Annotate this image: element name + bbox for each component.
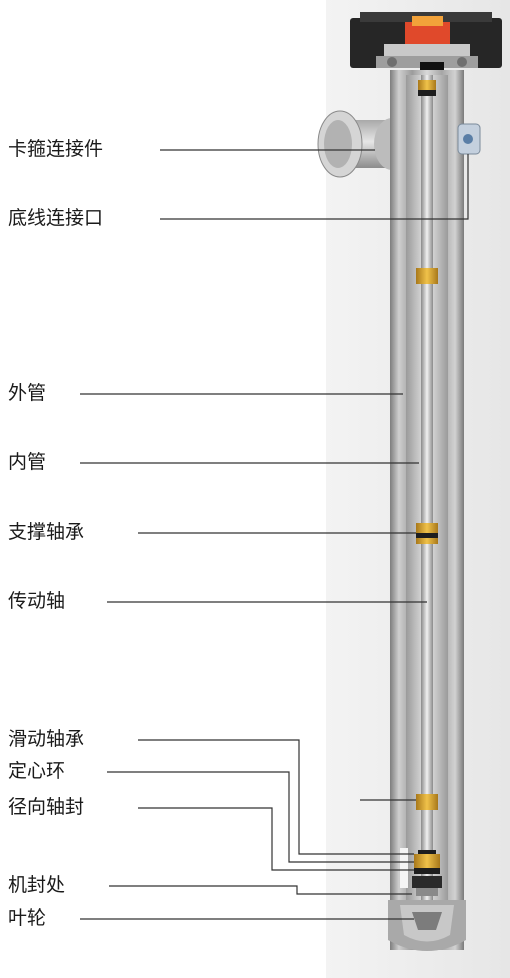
label-radial-shaft-seal: 径向轴封: [8, 796, 85, 818]
mechanical-seal: [400, 848, 442, 896]
support-bearing: [416, 523, 438, 544]
leader-bottom-line-port: [160, 154, 469, 220]
label-outer-tube: 外管: [8, 382, 47, 404]
drive-shaft: [421, 75, 433, 935]
upper-bearing: [416, 268, 438, 284]
label-mechanical-seal: 机封处: [8, 874, 66, 896]
leader-centering-ring: [107, 771, 414, 863]
label-sliding-bearing: 滑动轴承: [8, 728, 85, 750]
label-clamp-connector: 卡箍连接件: [8, 138, 104, 160]
label-centering-ring: 定心环: [8, 760, 66, 782]
sliding-bearing: [416, 794, 438, 810]
top-bearing: [418, 80, 436, 96]
leader-sliding-bearing: [138, 739, 414, 855]
label-impeller: 叶轮: [8, 907, 47, 929]
centering-ring: [418, 850, 436, 854]
leader-mechanical-seal: [109, 885, 412, 895]
label-support-bearing: 支撑轴承: [8, 521, 85, 543]
radial-shaft-seal: [414, 854, 440, 874]
label-inner-tube: 内管: [8, 451, 47, 473]
top-cap: [350, 12, 502, 72]
leader-lines: [80, 149, 469, 920]
leader-radial-shaft-seal: [138, 807, 414, 871]
impeller: [388, 900, 466, 951]
label-bottom-line-port: 底线连接口: [8, 207, 104, 229]
bottom-line-port: [457, 123, 481, 155]
label-drive-shaft: 传动轴: [8, 590, 66, 612]
